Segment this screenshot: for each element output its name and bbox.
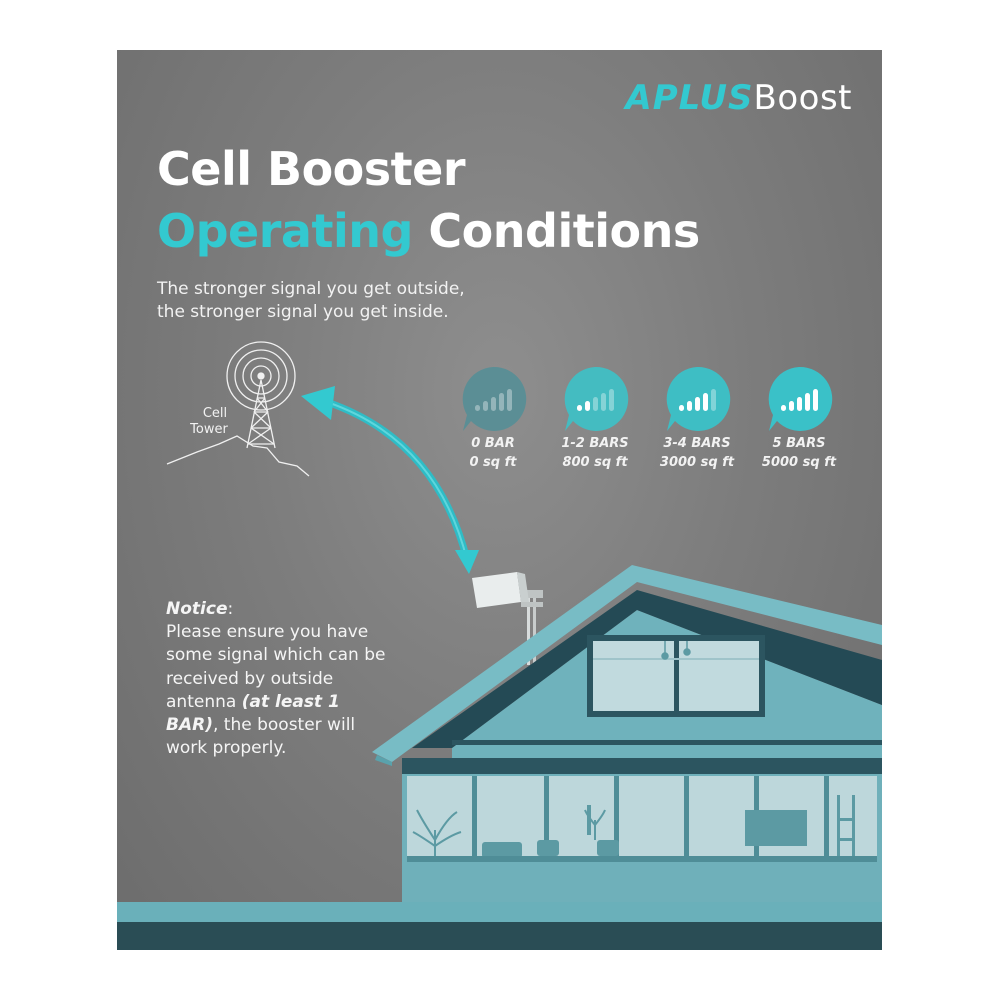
tower-label-line1: Cell xyxy=(202,406,228,421)
signal-bar xyxy=(781,405,786,411)
signal-bar xyxy=(695,397,700,411)
signal-bar xyxy=(687,401,692,411)
notice-text1: Please ensure you have some signal which… xyxy=(166,622,386,712)
notice-colon: : xyxy=(227,599,234,619)
headline-line1: Cell Booster xyxy=(157,142,466,196)
notice-block: Notice: Please ensure you have some sign… xyxy=(166,598,386,760)
signal-bar xyxy=(805,393,810,411)
level-title-0: 0 BAR xyxy=(471,436,515,451)
signal-bar xyxy=(789,401,794,411)
signal-bar xyxy=(609,389,614,411)
signal-bar xyxy=(601,393,606,411)
level-area-1: 800 sq ft xyxy=(562,455,628,470)
subtitle-line1: The stronger signal you get outside, xyxy=(157,279,465,299)
signal-bar xyxy=(507,389,512,411)
outdoor-antenna-icon xyxy=(472,572,543,665)
brand-logo-part1: APLUS xyxy=(625,78,754,118)
signal-bar xyxy=(577,405,582,411)
headline-line2: Operating Conditions xyxy=(157,208,700,254)
signal-bar xyxy=(679,405,684,411)
notice-body: Please ensure you have some signal which… xyxy=(166,621,386,760)
subtitle-line2: the stronger signal you get inside. xyxy=(157,302,449,322)
level-title-1: 1-2 BARS xyxy=(561,436,629,451)
signal-badge-3-4-bars-icon xyxy=(666,366,731,431)
level-area-3: 5000 sq ft xyxy=(761,455,837,470)
signal-bar xyxy=(813,389,818,411)
level-title-3: 5 BARS xyxy=(772,436,826,451)
speech-bubble-shape xyxy=(564,366,629,431)
signal-bar xyxy=(593,397,598,411)
signal-bar xyxy=(711,389,716,411)
level-area-0: 0 sq ft xyxy=(469,455,517,470)
signal-badge-5-bars-icon xyxy=(768,366,833,431)
house-illustration xyxy=(117,565,882,950)
notice-text2: , the booster will work properly. xyxy=(166,715,356,759)
level-area-2: 3000 sq ft xyxy=(659,455,735,470)
brand-logo: APLUSBoost xyxy=(625,78,852,118)
headline-accent: Operating xyxy=(157,204,413,258)
cell-tower-icon xyxy=(166,341,310,477)
headline-rest: Conditions xyxy=(428,204,700,258)
infographic-poster: APLUSBoost Cell Booster Operating Condit… xyxy=(117,50,882,950)
signal-bar xyxy=(491,397,496,411)
notice-title: Notice xyxy=(166,599,228,619)
signal-bar xyxy=(703,393,708,411)
signal-arrow-icon xyxy=(301,386,479,574)
signal-badge-0-bar-icon xyxy=(462,366,527,431)
signal-bar xyxy=(483,401,488,411)
speech-bubble-shape xyxy=(462,366,527,431)
brand-logo-part2: Boost xyxy=(753,78,852,118)
signal-bar xyxy=(797,397,802,411)
level-title-2: 3-4 BARS xyxy=(663,436,731,451)
notice-emphasis: (at least 1 BAR) xyxy=(166,691,340,736)
signal-bar xyxy=(499,393,504,411)
signal-badge-1-2-bars-icon xyxy=(564,366,629,431)
tower-label-line2: Tower xyxy=(190,422,228,437)
notice-heading: Notice: xyxy=(166,598,386,621)
signal-bar xyxy=(585,401,590,411)
signal-bar xyxy=(475,405,480,411)
